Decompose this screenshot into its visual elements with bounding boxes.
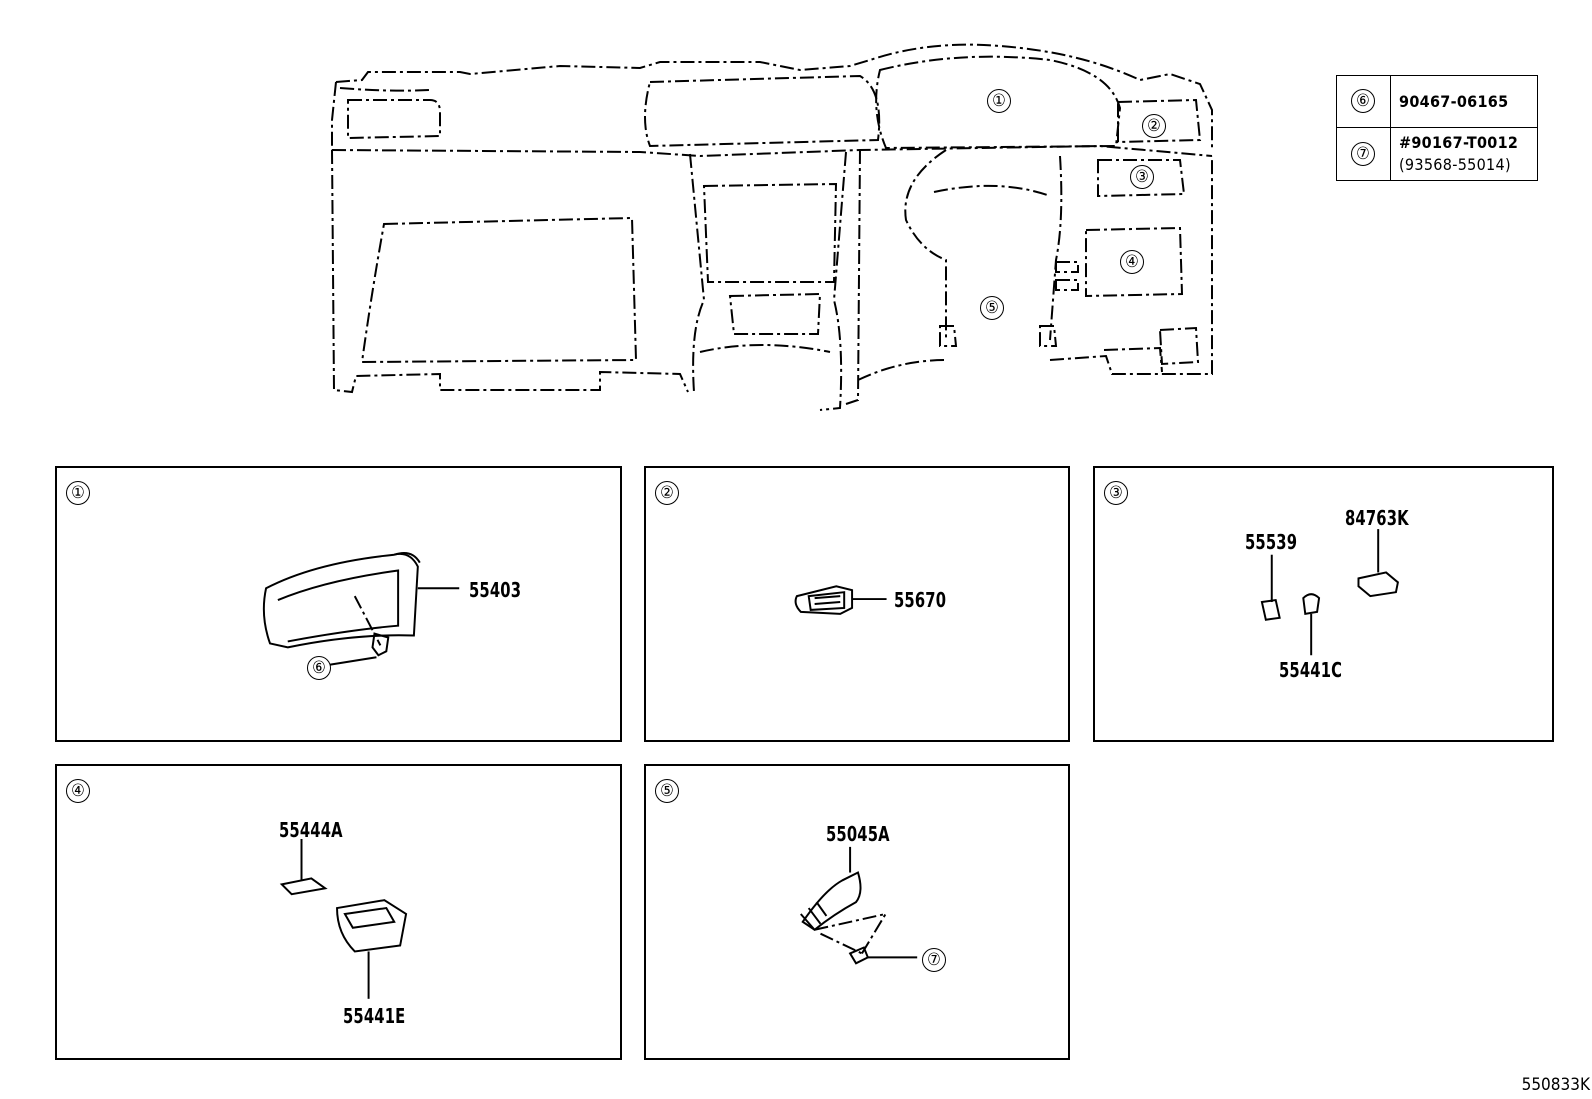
part-number-label: 55441E [343, 1004, 406, 1028]
drawing-number: 550833K [1521, 1075, 1590, 1095]
part-number-label: 55444A [279, 818, 343, 842]
part-number-label: 55045A [826, 822, 890, 846]
column-cover-drawing [800, 846, 918, 965]
air-vent-drawing [794, 585, 887, 615]
reference-row-7: ⑦ #90167-T0012 (93568-55014) [1337, 128, 1537, 180]
detail-panel-4: ④ 55444A 55441E [55, 764, 622, 1060]
panel-number-3: ③ [1104, 481, 1128, 505]
fastener-callout-7: ⑦ [922, 948, 946, 972]
reference-part-number-alt: (93568-55014) [1399, 155, 1511, 174]
overview-callout-3: ③ [1130, 165, 1154, 189]
part-number-label: 55670 [894, 588, 947, 612]
overview-callout-2: ② [1142, 114, 1166, 138]
dashboard-outline-drawing [331, 43, 1213, 411]
overview-callout-5: ⑤ [980, 296, 1004, 320]
reference-part-number: 90467-06165 [1399, 92, 1509, 111]
detail-panel-1: ① 55403 ⑥ [55, 466, 622, 742]
reference-part-number: #90167-T0012 [1399, 133, 1519, 152]
dashboard-overview-diagram: ① ② ③ ④ ⑤ [0, 0, 1592, 440]
part-number-label: 55539 [1245, 530, 1298, 554]
instrument-cluster-hood-drawing [262, 552, 460, 667]
reference-key-cell: ⑦ [1337, 128, 1391, 180]
fastener-callout-6: ⑥ [307, 656, 331, 680]
part-number-label: 55403 [469, 578, 522, 602]
part-number-label: 84763K [1345, 506, 1409, 530]
panel-number-2: ② [655, 481, 679, 505]
detail-panel-3: ③ 84763K 55539 55441C [1093, 466, 1554, 742]
reference-key-7: ⑦ [1351, 142, 1375, 166]
panel-number-5: ⑤ [655, 779, 679, 803]
reference-row-6: ⑥ 90467-06165 [1337, 76, 1537, 128]
overview-callout-4: ④ [1120, 250, 1144, 274]
detail-panel-5: ⑤ 55045A ⑦ [644, 764, 1070, 1060]
switch-hole-covers-drawing [1260, 529, 1399, 656]
part-number-label: 55441C [1279, 658, 1343, 682]
pocket-and-cover-drawing [279, 839, 408, 999]
panel-number-4: ④ [66, 779, 90, 803]
detail-panel-2: ② 55670 [644, 466, 1070, 742]
fastener-reference-table: ⑥ 90467-06165 ⑦ #90167-T0012 (93568-5501… [1336, 75, 1538, 181]
overview-callout-1: ① [987, 89, 1011, 113]
reference-key-cell: ⑥ [1337, 76, 1391, 127]
reference-key-6: ⑥ [1351, 89, 1375, 113]
panel-number-1: ① [66, 481, 90, 505]
